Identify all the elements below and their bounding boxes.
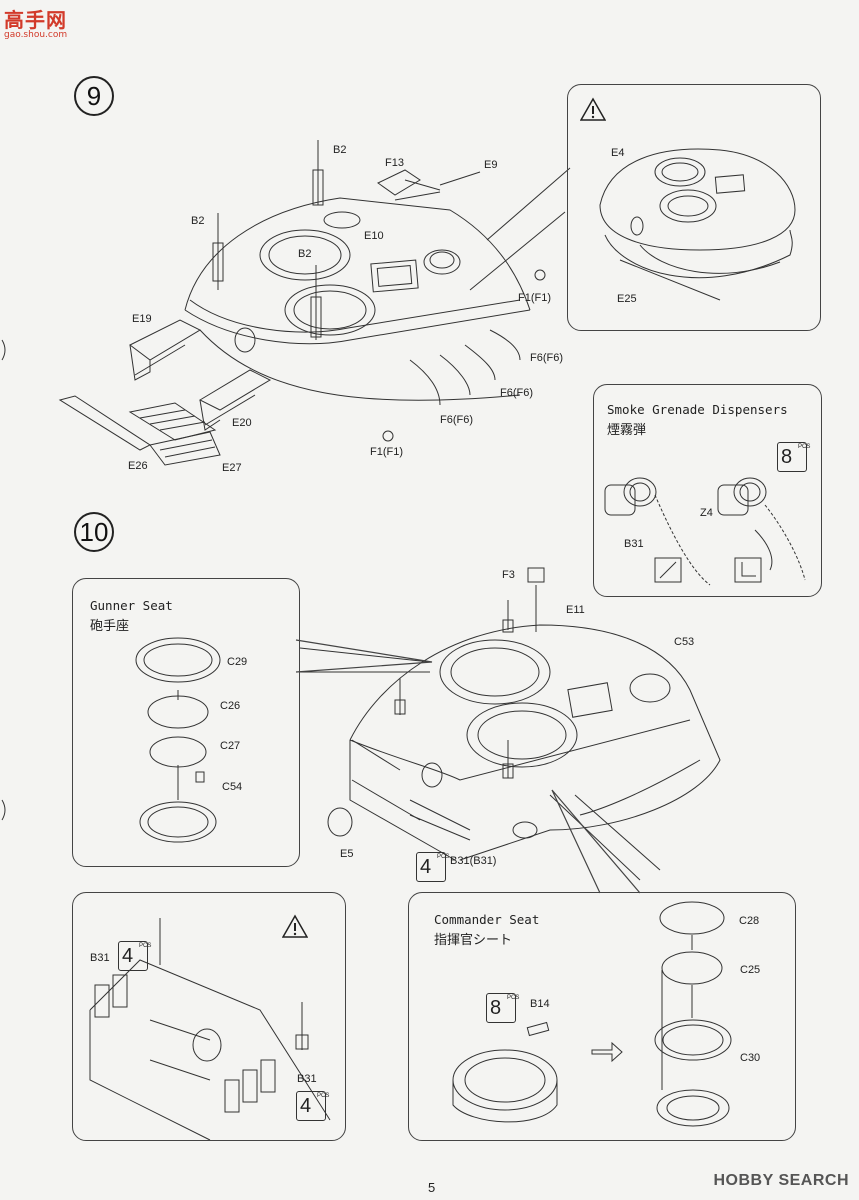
watermark-logo: 高手网: [4, 8, 67, 32]
quantity-badge: 8 PCS: [486, 993, 520, 1023]
watermark: 高手网 gao.shou.com: [4, 4, 67, 40]
part-label-e10: E10: [364, 230, 384, 242]
gunner-panel-subtitle: 砲手座: [90, 619, 130, 634]
part-label-e20: E20: [232, 417, 252, 429]
part-label-f3: F3: [502, 569, 515, 581]
part-label-e5: E5: [340, 848, 354, 860]
hobby-search-logo: HOBBY SEARCH: [713, 1172, 849, 1189]
gunner-seat-panel: [72, 578, 300, 867]
part-label-c30: C30: [740, 1052, 761, 1064]
part-label-f6: F6(F6): [440, 414, 473, 426]
pcs-label: PCS: [507, 995, 520, 1001]
quantity-badge: 4 PCS: [416, 852, 450, 882]
quantity-badge: 4 PCS: [118, 941, 152, 971]
part-label-b2: B2: [298, 248, 312, 260]
page-number: 5: [428, 1180, 436, 1195]
part-label-e27: E27: [222, 462, 242, 474]
part-label-e4: E4: [611, 147, 625, 159]
quantity-badge: 4 PCS: [296, 1091, 330, 1121]
part-label-c25: C25: [740, 964, 761, 976]
part-label-e11: E11: [566, 604, 585, 616]
quantity-number: 8: [781, 446, 793, 468]
warning-icon: [282, 914, 308, 938]
part-label-z4: Z4: [700, 507, 713, 519]
smoke-panel-subtitle: 煙霧弾: [607, 423, 647, 438]
pcs-label: PCS: [798, 444, 811, 450]
step-10-number: 10: [74, 512, 114, 552]
pcs-label: PCS: [317, 1093, 330, 1099]
part-label-c54: C54: [222, 781, 243, 793]
quantity-number: 4: [420, 856, 432, 878]
commander-seat-panel: [408, 892, 796, 1141]
part-label-b2: B2: [333, 144, 347, 156]
part-label-f1: F1(F1): [518, 292, 551, 304]
commander-panel-title: Commander Seat: [434, 912, 540, 927]
smoke-panel-title: Smoke Grenade Dispensers: [607, 402, 788, 417]
pcs-label: PCS: [437, 854, 450, 860]
part-label-c28: C28: [739, 915, 760, 927]
warning-icon: [580, 97, 606, 121]
part-label-b31: B31(B31): [450, 855, 497, 867]
part-label-e26: E26: [128, 460, 148, 472]
quantity-badge: 8 PCS: [777, 442, 811, 472]
part-label-c27: C27: [220, 740, 241, 752]
turret-outline-top: [184, 197, 531, 311]
part-label-c29: C29: [227, 656, 248, 668]
commander-panel-subtitle: 指揮官シート: [434, 933, 513, 948]
quantity-number: 4: [300, 1095, 312, 1117]
warning-panel-dispensers: [72, 892, 346, 1141]
part-label-c53: C53: [674, 636, 695, 648]
part-label-f13: F13: [385, 157, 404, 169]
part-label-b31: B31: [297, 1073, 317, 1085]
part-label-e9: E9: [484, 159, 498, 171]
warning-panel-turret: [567, 84, 821, 331]
part-label-b31: B31: [90, 952, 110, 964]
part-label-c26: C26: [220, 700, 241, 712]
part-label-b31: B31: [624, 538, 644, 550]
part-label-f6: F6(F6): [530, 352, 563, 364]
watermark-url: gao.shou.com: [4, 30, 68, 40]
smoke-grenade-panel: [593, 384, 822, 597]
quantity-number: 4: [122, 945, 134, 967]
pcs-label: PCS: [139, 943, 152, 949]
part-label-b2: B2: [191, 215, 205, 227]
part-label-e25: E25: [617, 293, 637, 305]
part-label-f6: F6(F6): [500, 387, 533, 399]
quantity-number: 8: [490, 997, 502, 1019]
part-label-b14: B14: [530, 998, 550, 1010]
part-label-f1: F1(F1): [370, 446, 403, 458]
gunner-panel-title: Gunner Seat: [90, 598, 173, 613]
step-9-number: 9: [74, 76, 114, 116]
part-label-e19: E19: [132, 313, 152, 325]
